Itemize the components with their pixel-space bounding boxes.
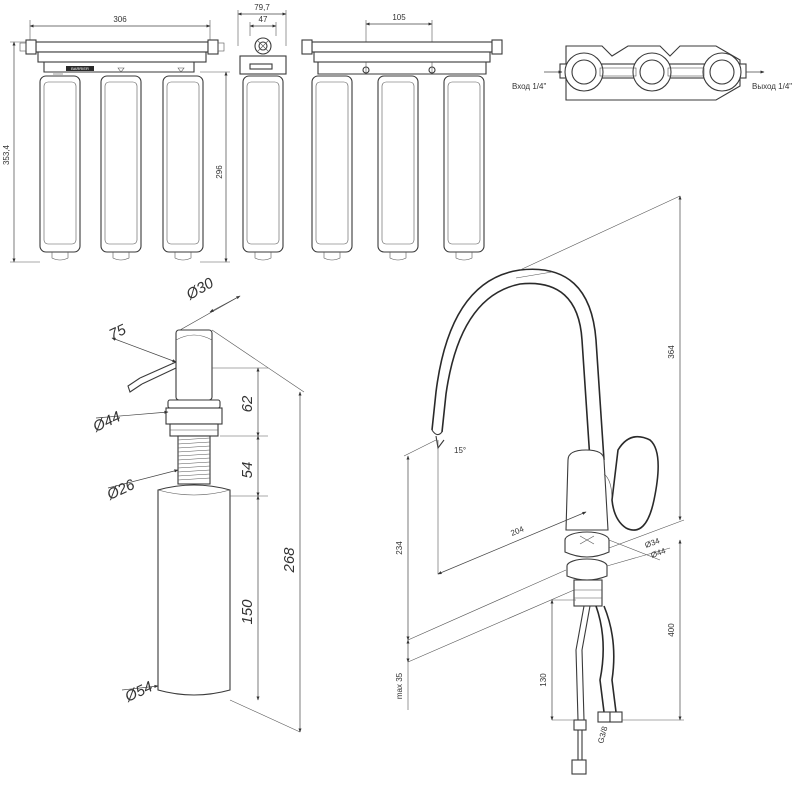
faucet-spout-height-label: 234 [395,541,404,555]
filter-spacing-label: 105 [392,13,406,22]
dispenser-thread-height-label: 54 [239,462,256,479]
dispenser-head-height-label: 62 [239,395,256,412]
filter-rear-view: 105 [301,13,503,261]
faucet-reach-label: 204 [509,524,525,538]
filter-total-height-label: 353,4 [2,144,11,165]
filter-side-inner-label: 47 [259,15,268,24]
faucet-spout-angle-label: 15° [454,446,466,455]
filter-width-label: 306 [113,15,127,24]
dispenser-body-height-label: 150 [239,599,256,625]
dispenser-spout-length-label: 75 [107,321,130,344]
filter-side-depth-label: 79,7 [254,3,270,12]
faucet-hose-length-label: 130 [539,673,548,687]
faucet-hose-thread-label: G3/8 [596,725,609,745]
filter-top-view: Вход 1/4" Выход 1/4" [512,45,792,101]
faucet-drawing: 15° G3/8 364 400 [395,195,685,775]
filter-housing-height-label: 296 [215,165,224,179]
dispenser-thread-diameter-label: Ø26 [104,476,138,504]
inlet-label: Вход 1/4" [512,82,546,91]
dispenser-flange-diameter-label: Ø44 [90,408,124,436]
outlet-label: Выход 1/4" [752,82,792,91]
brand-label: BARRIER [71,66,89,71]
faucet-shank-length-label: 400 [667,623,676,637]
soap-dispenser-drawing: Ø30 75 Ø44 Ø26 Ø54 62 54 150 268 [90,274,305,733]
faucet-base-outer-diameter-label: Ø44 [650,546,668,560]
dispenser-head-diameter-label: Ø30 [183,274,217,304]
brand-label-plate [66,66,94,71]
filter-side-view: 79,7 47 [237,3,287,261]
dispenser-base-diameter-label: Ø54 [122,678,156,706]
filter-front-view: 306 353,4 296 BARRIER [2,15,230,263]
faucet-max-counter-label: max 35 [395,672,404,699]
dispenser-total-height-label: 268 [281,547,298,574]
faucet-total-height-label: 364 [667,345,676,359]
